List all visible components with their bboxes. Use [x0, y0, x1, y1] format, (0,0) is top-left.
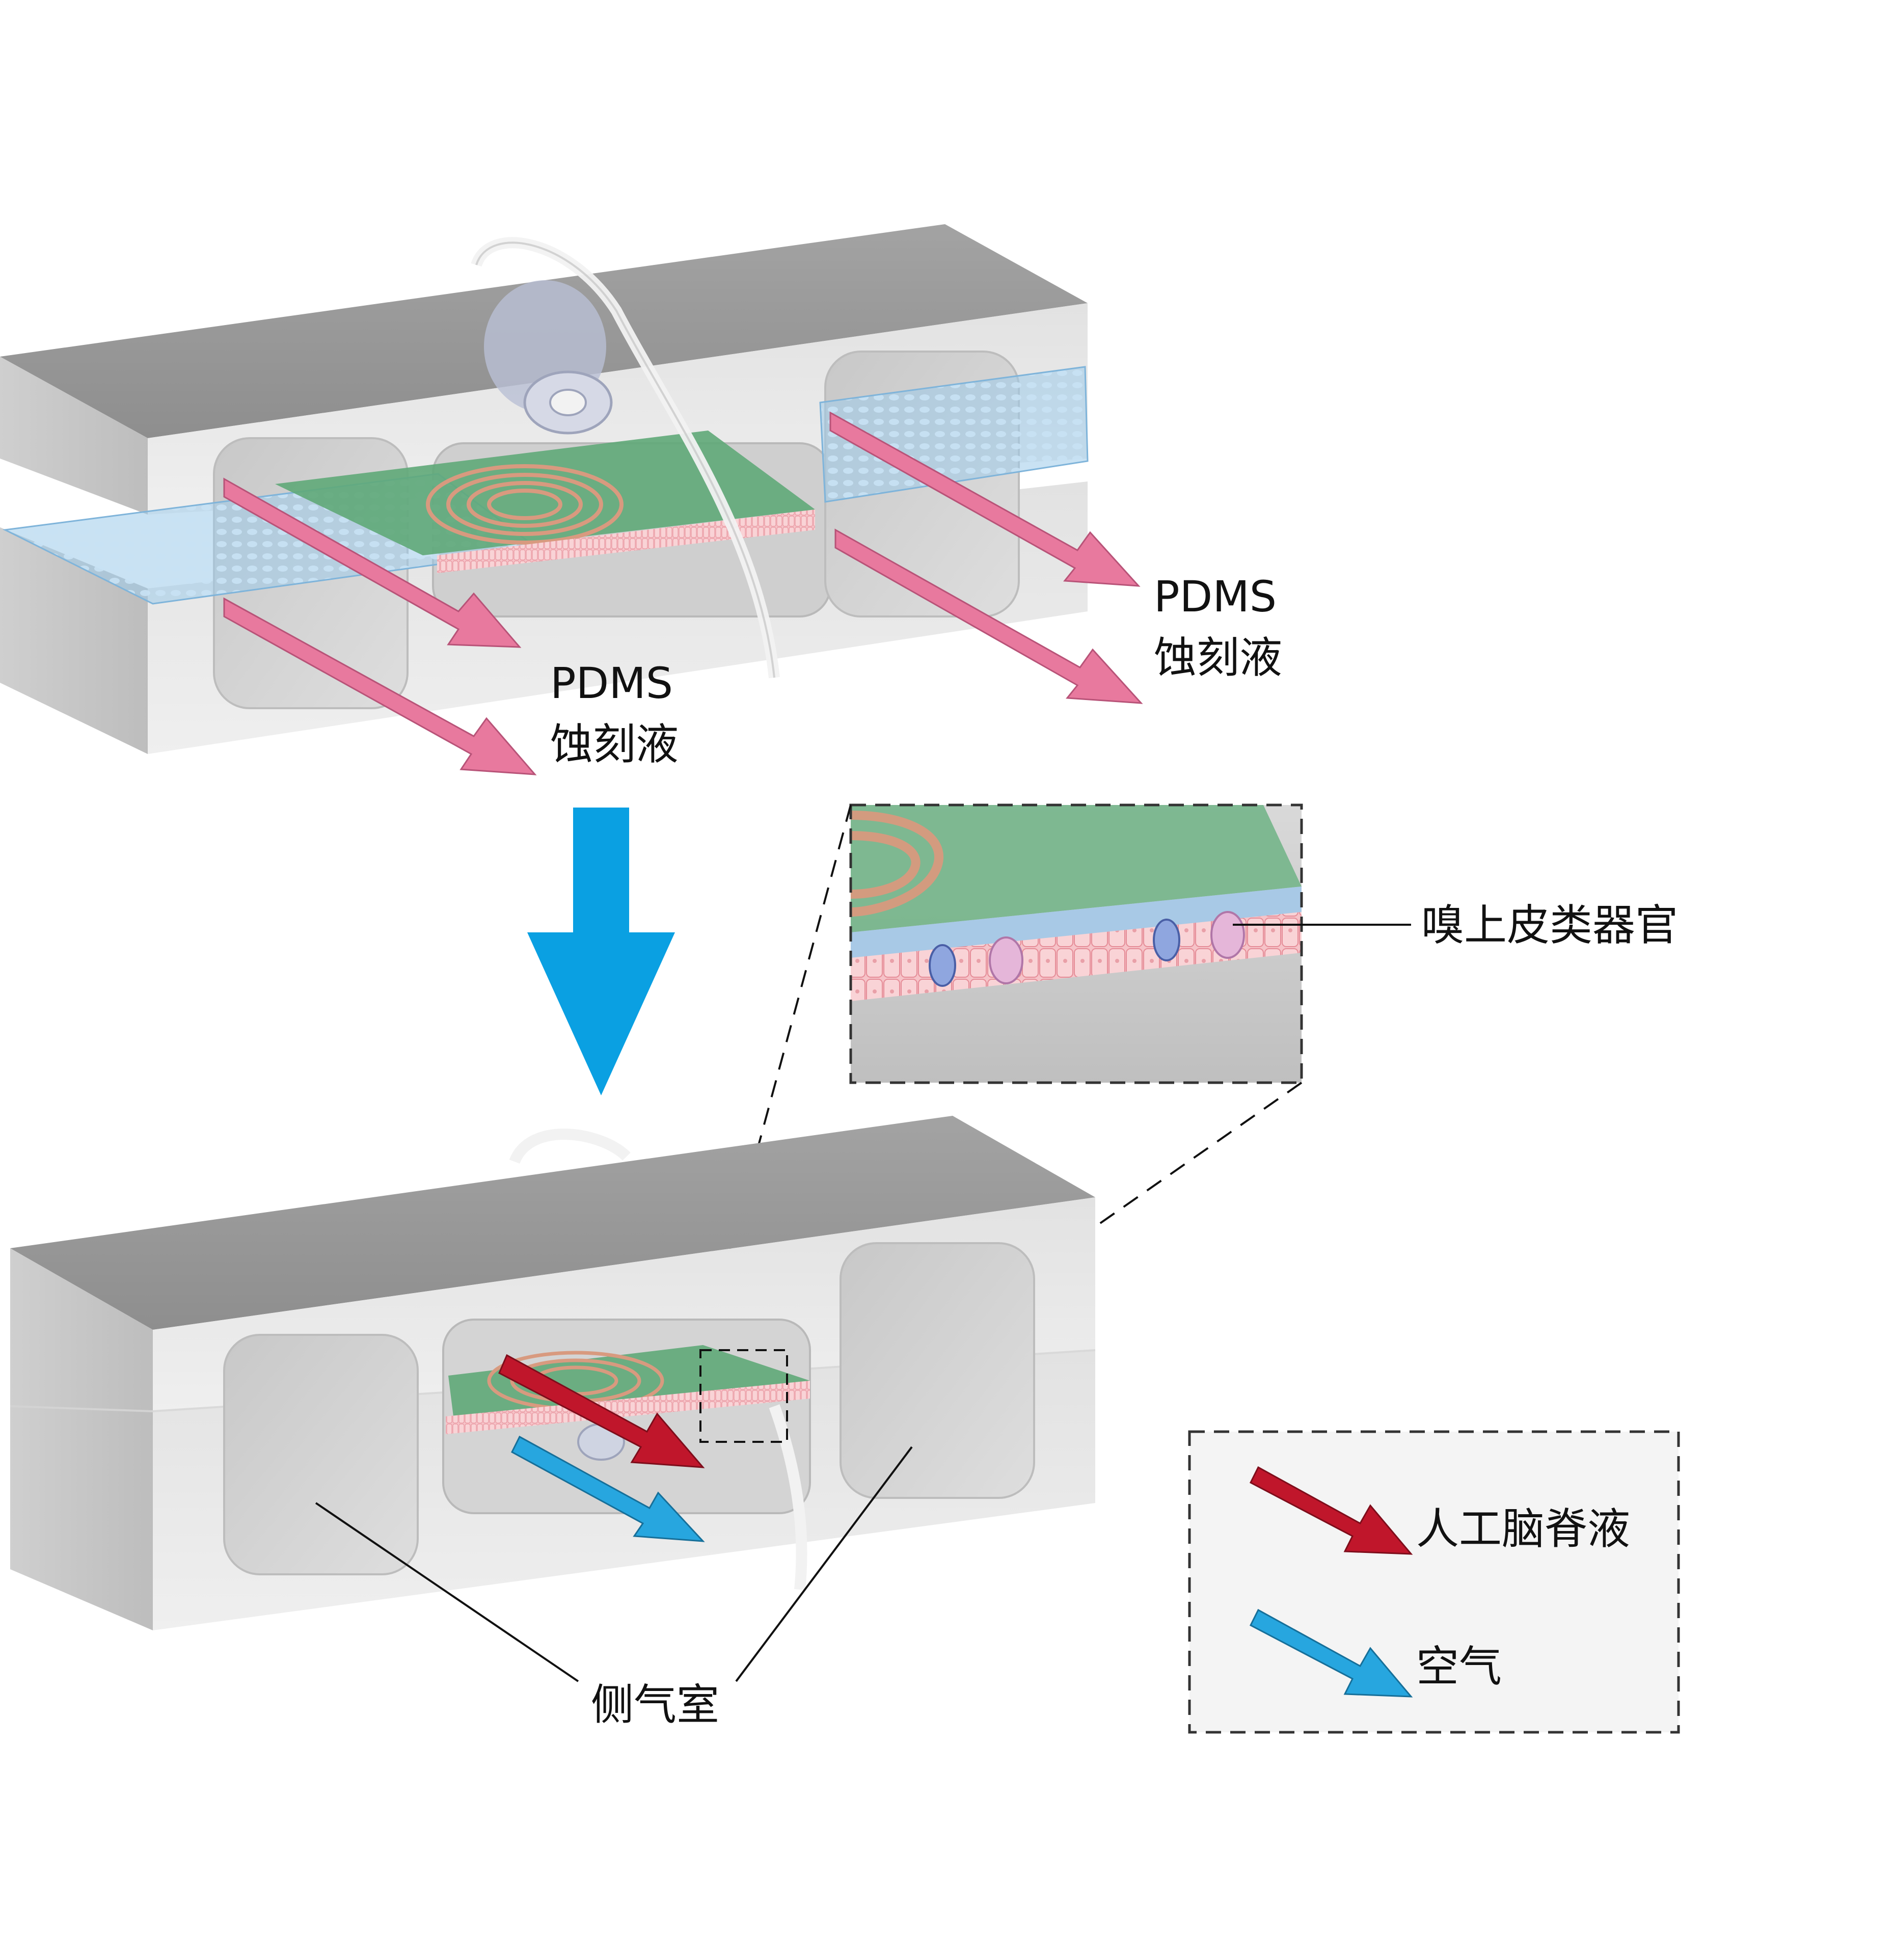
csf-flow-arrow	[498, 1354, 705, 1468]
side-chamber-leader-right	[735, 1446, 913, 1682]
pdms-label-left: PDMS	[550, 658, 673, 708]
zoom-inset-frame	[849, 803, 1303, 1084]
legend-label-air: 空气	[1416, 1642, 1502, 1691]
process-step-arrow	[527, 808, 675, 1095]
bottom-perfusion-tube	[509, 1129, 631, 1164]
zoom-cells-highlight	[929, 911, 1245, 987]
top-epithelium-strip	[437, 509, 815, 573]
pdms-membrane-right	[819, 366, 1089, 503]
bottom-right-side-chamber	[840, 1242, 1035, 1499]
bottom-block-side	[10, 1248, 153, 1630]
etchant-arrow-4	[834, 528, 1143, 704]
air-flow-arrow	[511, 1435, 705, 1542]
lower-block-side	[0, 527, 148, 754]
etchant-label-left: 蚀刻液	[550, 719, 679, 769]
legend-label-csf: 人工脑脊液	[1416, 1504, 1630, 1554]
red-arrow-icon	[1250, 1466, 1413, 1555]
top-connector-port	[484, 280, 613, 435]
legend-item-air: 空气	[1250, 1608, 1502, 1698]
etchant-arrow-3	[829, 411, 1141, 587]
organoid-label: 嗅上皮类器官	[1421, 900, 1678, 950]
top-device-assembly: PDMS 蚀刻液 PDMS 蚀刻液	[0, 224, 1282, 775]
zoom-inset	[849, 803, 1303, 1084]
etchant-label-right: 蚀刻液	[1154, 633, 1282, 683]
zoom-source-box	[699, 1349, 788, 1443]
top-spiral-coil	[426, 464, 624, 545]
legend: 人工脑脊液 空气	[1188, 1430, 1680, 1734]
bottom-block-top	[10, 1116, 1095, 1330]
etchant-arrow-1	[223, 477, 522, 648]
bottom-epithelium-strip	[446, 1381, 810, 1434]
bottom-left-side-chamber	[223, 1334, 419, 1575]
etchant-arrow-2	[223, 597, 537, 775]
legend-item-csf: 人工脑脊液	[1250, 1466, 1630, 1555]
blue-arrow-icon	[1250, 1608, 1413, 1698]
upper-block-side	[0, 357, 148, 515]
bottom-outlet-tube	[769, 1404, 807, 1591]
side-chamber-label: 侧气室	[591, 1680, 719, 1730]
side-chamber-leader-left	[315, 1502, 579, 1682]
pdms-label-right: PDMS	[1154, 572, 1277, 622]
bottom-device-assembly: 侧气室	[10, 1116, 1096, 1730]
